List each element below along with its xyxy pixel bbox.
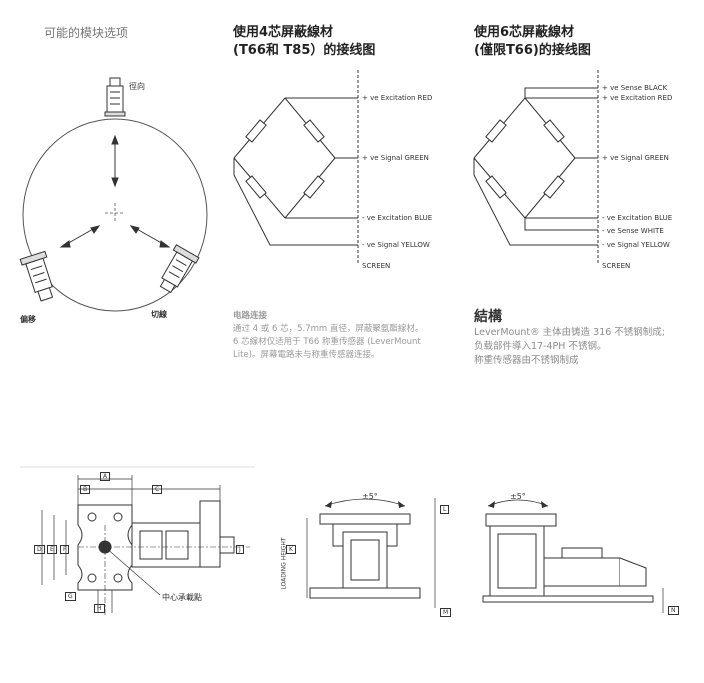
- dim-h: H: [94, 604, 105, 613]
- dim-e: E: [47, 545, 57, 554]
- structure-title: 結構: [474, 309, 502, 325]
- dim-b: B: [80, 485, 91, 494]
- radial-arrow: [111, 134, 119, 188]
- wiring4-label-2: + ve Signal GREEN: [362, 154, 429, 162]
- offset-label: 偏移: [20, 315, 36, 324]
- wiring4-diagram: [233, 97, 358, 246]
- offset-module: [19, 250, 54, 302]
- tangential-module: [159, 244, 200, 294]
- wiring4-screen-line: [357, 70, 359, 265]
- wiring6-diagram: [473, 87, 598, 246]
- circuit-line-3: Lite)。屏幕電路未与称重传感器连接。: [233, 350, 380, 360]
- tangential-arrow: [129, 225, 171, 248]
- plan-view-drawing: [20, 466, 255, 615]
- front-angle-label: ±5°: [362, 492, 378, 501]
- wiring4-title-1: 使用4芯屏蔽線材: [233, 25, 334, 40]
- wiring4-label-3: - ve Excitation BLUE: [362, 214, 433, 222]
- dim-d: D: [34, 545, 45, 554]
- dim-l: L: [440, 505, 450, 514]
- circuit-line-2: 6 芯線材仅适用于 T66 称重传感器 (LeverMount: [233, 337, 421, 347]
- structure-section: 結構 LeverMount® 主体由铸造 316 不锈钢制成; 负载部件導入17…: [474, 306, 699, 368]
- wiring4-label-4: - ve Signal YELLOW: [362, 241, 430, 249]
- wiring6-title-2: (僅限T66)的接线图: [474, 43, 591, 58]
- circuit-line-1: 通过 4 或 6 芯，5.7mm 直径，屏蔽聚氨酯線材。: [233, 324, 424, 334]
- dim-f: F: [60, 545, 70, 554]
- wiring6-label-2: + ve Excitation RED: [602, 94, 673, 102]
- side-angle-label: ±5°: [510, 492, 526, 501]
- wiring6-label-1: + ve Sense BLACK: [602, 84, 668, 92]
- wiring4-label-5: SCREEN: [362, 262, 391, 270]
- circuit-section: 电路连接 通过 4 或 6 芯，5.7mm 直径，屏蔽聚氨酯線材。 6 芯線材仅…: [233, 310, 463, 362]
- structure-line-2: 负载部件導入17-4PH 不锈钢。: [474, 341, 607, 352]
- dim-n: N: [668, 606, 679, 615]
- wiring6-label-4: - ve Excitation BLUE: [602, 214, 673, 222]
- wiring6-screen-line: [597, 70, 599, 265]
- dim-j: J: [236, 545, 244, 554]
- side-view-drawing: [482, 499, 664, 613]
- dim-c: C: [152, 485, 163, 494]
- circuit-title: 电路连接: [233, 311, 268, 321]
- tangential-label: 切線: [151, 310, 167, 319]
- dim-m: M: [440, 608, 452, 617]
- center-point-label: 中心承載點: [162, 593, 202, 602]
- wiring6-label-7: SCREEN: [602, 262, 631, 270]
- offset-arrow: [59, 225, 101, 248]
- circle-outline: [22, 118, 208, 312]
- wiring6-label-6: - ve Signal YELLOW: [602, 241, 670, 249]
- wiring6-title-1: 使用6芯屏蔽線材: [474, 25, 575, 40]
- dim-g: G: [65, 592, 76, 601]
- radial-module: [104, 77, 126, 117]
- wiring4-title-2: (T66和 T85）的接线图: [233, 43, 376, 58]
- dim-a: A: [100, 472, 111, 481]
- dim-k: K: [286, 545, 296, 554]
- structure-line-1: LeverMount® 主体由铸造 316 不锈钢制成;: [474, 327, 666, 338]
- front-view-drawing: [306, 498, 436, 608]
- radial-label: 徑向: [129, 82, 145, 91]
- wiring6-label-5: - ve Sense WHITE: [602, 227, 664, 235]
- modules-title: 可能的模块选项: [44, 26, 129, 40]
- module-options-diagram: [19, 77, 208, 312]
- wiring6-label-3: + ve Signal GREEN: [602, 154, 669, 162]
- structure-line-3: 称重传感器由不锈钢制成: [474, 355, 579, 366]
- wiring4-label-1: + ve Excitation RED: [362, 94, 433, 102]
